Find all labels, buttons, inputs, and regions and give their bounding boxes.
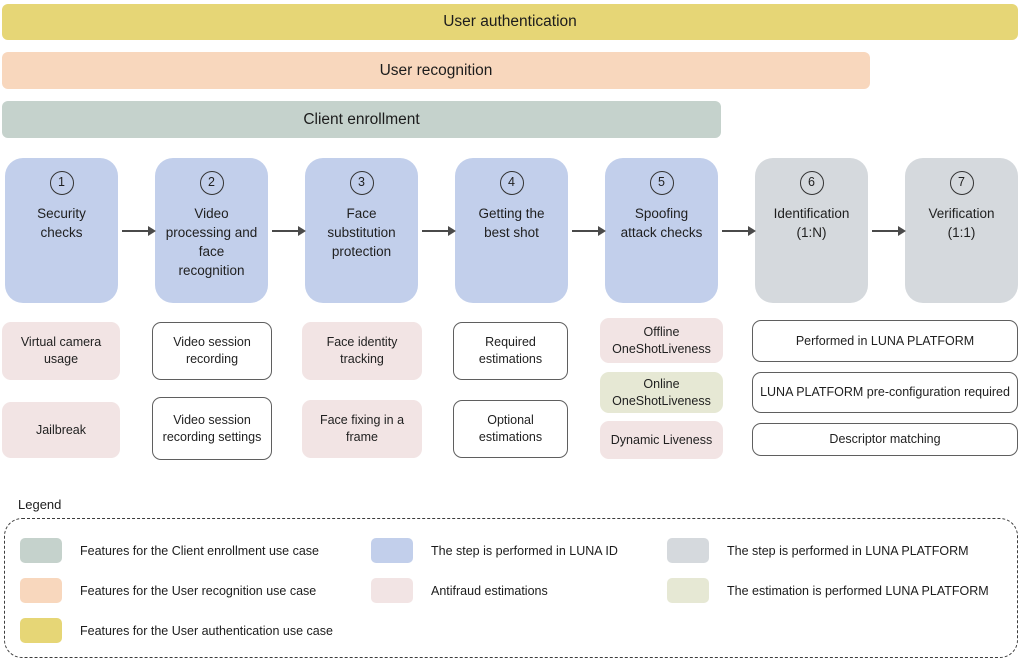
feature-optional-estimations: Optional estimations	[453, 400, 568, 458]
step-number-badge: 5	[649, 171, 674, 195]
step-label: Getting the best shot	[478, 206, 545, 241]
step-label: Verification (1:1)	[928, 206, 995, 241]
legend-swatch-user-authentication	[20, 618, 62, 643]
feature-virtual-camera-usage: Virtual camera usage	[2, 322, 120, 380]
step-number-badge: 2	[199, 171, 224, 195]
step-label: Face substitution protection	[327, 206, 396, 260]
feature-online-oneshotliveness: Online OneShotLiveness	[600, 372, 723, 413]
feature-luna-platform-preconfiguration: LUNA PLATFORM pre-configuration required	[752, 372, 1018, 413]
use-case-bar-label: Client enrollment	[303, 110, 420, 128]
flow-arrow-icon	[422, 226, 456, 236]
legend-item-label: Features for the User authentication use…	[80, 623, 333, 638]
step-face-substitution-protection: 3 Face substitution protection	[305, 158, 418, 303]
feature-offline-oneshotliveness: Offline OneShotLiveness	[600, 318, 723, 363]
feature-dynamic-liveness: Dynamic Liveness	[600, 421, 723, 459]
legend-item-label: Features for the Client enrollment use c…	[80, 543, 320, 558]
step-security-checks: 1 Security checks	[5, 158, 118, 303]
step-identification: 6 Identification (1:N)	[755, 158, 868, 303]
feature-video-session-recording: Video session recording	[152, 322, 272, 380]
legend-item-label: The step is performed in LUNA ID	[431, 543, 618, 558]
legend-item-label: Antifraud estimations	[431, 583, 548, 598]
flow-arrow-icon	[272, 226, 306, 236]
legend-item-luna-id-step: The step is performed in LUNA ID	[371, 538, 618, 563]
step-number-badge: 4	[499, 171, 524, 195]
legend-box	[4, 518, 1018, 658]
use-case-bar-user-authentication: User authentication	[2, 4, 1018, 40]
step-number-badge: 1	[49, 171, 74, 195]
legend-item-label: The step is performed in LUNA PLATFORM	[727, 543, 969, 558]
feature-video-session-recording-settings: Video session recording settings	[152, 397, 272, 460]
use-case-bar-user-recognition: User recognition	[2, 52, 870, 89]
legend-swatch-client-enrollment	[20, 538, 62, 563]
use-case-bar-label: User recognition	[379, 61, 493, 79]
step-label: Video processing and face recognition	[165, 206, 258, 279]
feature-jailbreak: Jailbreak	[2, 402, 120, 458]
step-getting-best-shot: 4 Getting the best shot	[455, 158, 568, 303]
step-number-badge: 7	[949, 171, 974, 195]
flow-arrow-icon	[122, 226, 156, 236]
step-spoofing-attack-checks: 5 Spoofing attack checks	[605, 158, 718, 303]
legend-item-label: The estimation is performed LUNA PLATFOR…	[727, 583, 989, 598]
legend-swatch-luna-platform-step	[667, 538, 709, 563]
legend-item-user-authentication: Features for the User authentication use…	[20, 618, 333, 643]
legend-item-antifraud: Antifraud estimations	[371, 578, 548, 603]
step-label: Spoofing attack checks	[620, 206, 703, 241]
feature-descriptor-matching: Descriptor matching	[752, 423, 1018, 456]
step-label: Security checks	[37, 206, 86, 241]
feature-performed-in-luna-platform: Performed in LUNA PLATFORM	[752, 320, 1018, 362]
legend-item-label: Features for the User recognition use ca…	[80, 583, 317, 598]
legend-item-user-recognition: Features for the User recognition use ca…	[20, 578, 316, 603]
legend-item-luna-platform-step: The step is performed in LUNA PLATFORM	[667, 538, 969, 563]
step-number-badge: 3	[349, 171, 374, 195]
step-number-badge: 6	[799, 171, 824, 195]
feature-required-estimations: Required estimations	[453, 322, 568, 380]
step-label: Identification (1:N)	[773, 206, 850, 241]
legend-item-platform-estimation: The estimation is performed LUNA PLATFOR…	[667, 578, 989, 603]
legend-item-client-enrollment: Features for the Client enrollment use c…	[20, 538, 319, 563]
legend-swatch-luna-id-step	[371, 538, 413, 563]
feature-face-identity-tracking: Face identity tracking	[302, 322, 422, 380]
legend-title: Legend	[18, 497, 62, 512]
legend-swatch-user-recognition	[20, 578, 62, 603]
flow-arrow-icon	[572, 226, 606, 236]
legend-swatch-platform-estimation	[667, 578, 709, 603]
flow-arrow-icon	[722, 226, 756, 236]
use-case-bar-label: User authentication	[443, 13, 577, 30]
step-video-processing: 2 Video processing and face recognition	[155, 158, 268, 303]
legend-swatch-antifraud	[371, 578, 413, 603]
flow-arrow-icon	[872, 226, 906, 236]
step-verification: 7 Verification (1:1)	[905, 158, 1018, 303]
feature-face-fixing-in-frame: Face fixing in a frame	[302, 400, 422, 458]
use-case-bar-client-enrollment: Client enrollment	[2, 101, 721, 138]
